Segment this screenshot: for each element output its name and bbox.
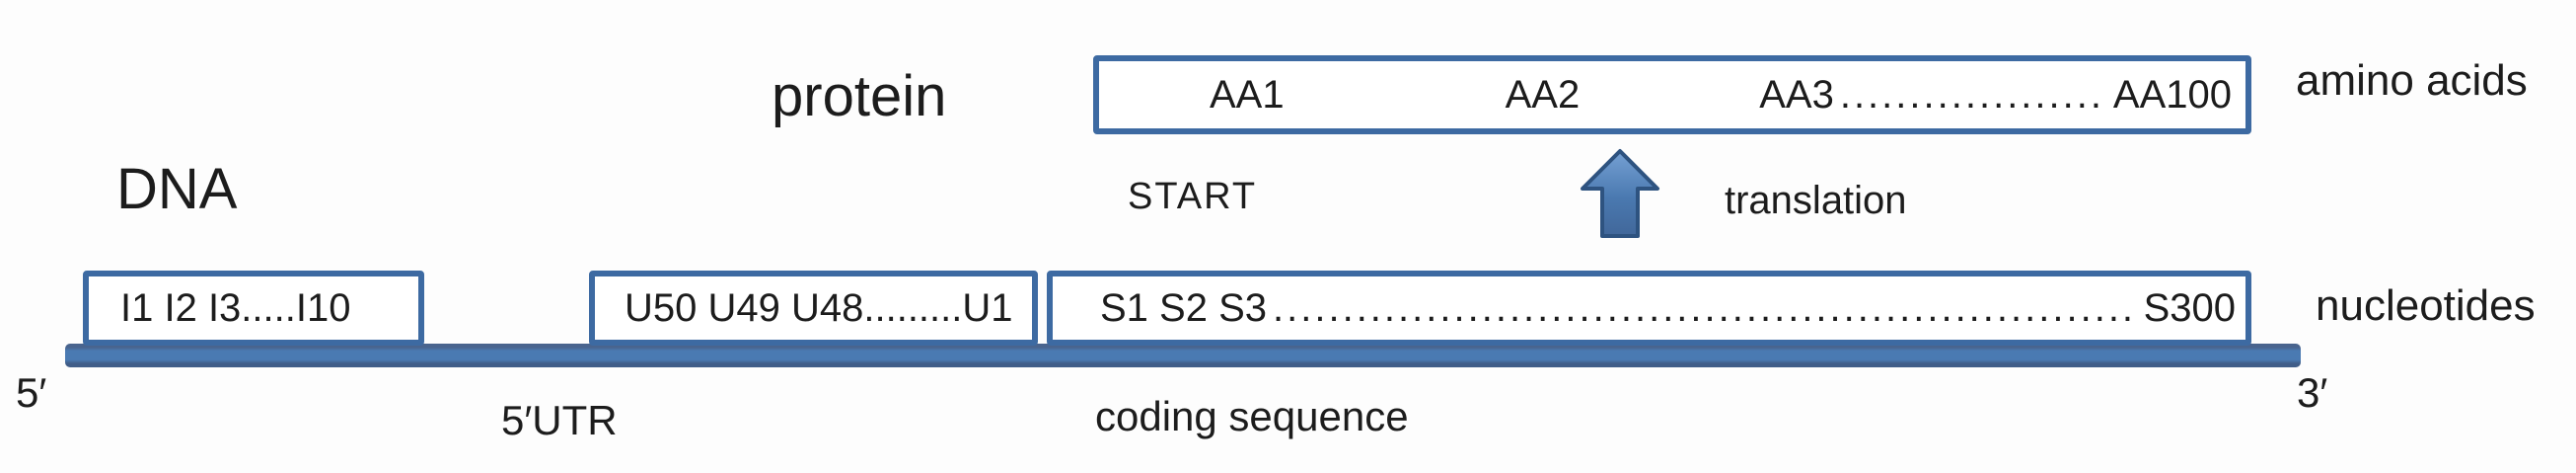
amino-acid-aa1: AA1 bbox=[1210, 72, 1285, 117]
coding-suffix-text: S300 bbox=[2143, 285, 2236, 330]
amino-acid-ellipsis: ........................................… bbox=[1839, 72, 2103, 117]
utr-text: U50 U49 U48.........U1 bbox=[625, 285, 1013, 330]
utr-box: U50 U49 U48.........U1 bbox=[589, 271, 1038, 346]
start-label: START bbox=[1128, 176, 1258, 217]
coding-sequence-box: S1 S2 S3 ...............................… bbox=[1047, 271, 2251, 346]
dna-backbone-bar bbox=[65, 344, 2301, 367]
amino-acid-aa2: AA2 bbox=[1505, 72, 1581, 117]
introns-box: I1 I2 I3.....I10 bbox=[83, 271, 424, 346]
five-prime-label: 5′ bbox=[16, 369, 47, 416]
amino-acids-label: amino acids bbox=[2296, 56, 2528, 105]
amino-acid-aa3: AA3 bbox=[1759, 72, 1834, 117]
translation-label: translation bbox=[1725, 179, 1907, 222]
coding-sequence-label: coding sequence bbox=[1095, 393, 1409, 439]
coding-ellipsis: ........................................… bbox=[1273, 285, 2138, 330]
protein-label: protein bbox=[772, 64, 947, 128]
introns-text: I1 I2 I3.....I10 bbox=[120, 285, 351, 330]
dna-label: DNA bbox=[116, 157, 238, 221]
five-utr-label: 5′UTR bbox=[501, 397, 618, 443]
translation-up-arrow-icon bbox=[1579, 147, 1661, 240]
amino-acid-aa100: AA100 bbox=[2112, 72, 2232, 117]
three-prime-label: 3′ bbox=[2297, 369, 2328, 416]
protein-box: AA1 AA2 AA3 ............................… bbox=[1093, 55, 2251, 134]
coding-prefix-text: S1 S2 S3 bbox=[1100, 285, 1268, 330]
nucleotides-label: nucleotides bbox=[2316, 281, 2536, 330]
